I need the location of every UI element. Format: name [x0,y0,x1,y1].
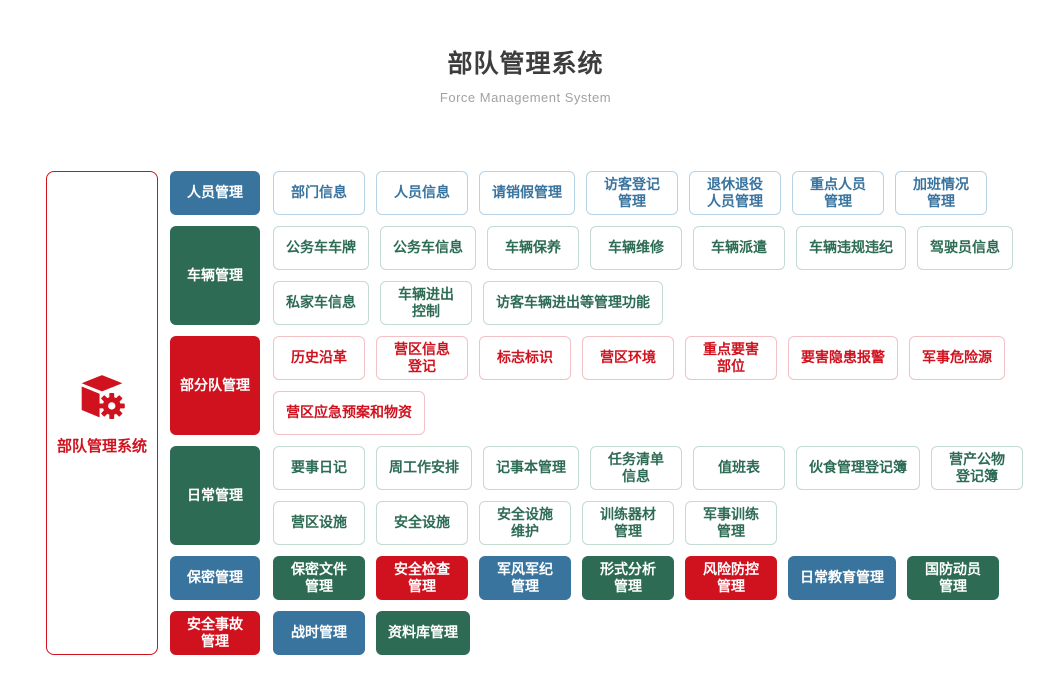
root-node: 部队管理系统 [46,171,158,655]
module-item: 车辆派遣 [693,226,785,270]
group-header: 日常管理 [170,446,260,545]
item-row: 历史沿革营区信息 登记标志标识营区环境重点要害 部位要害隐患报警军事危险源 [273,336,1005,380]
cube-gear-icon [81,374,125,419]
item-row: 公务车车牌公务车信息车辆保养车辆维修车辆派遣车辆违规违纪驾驶员信息 [273,226,1013,270]
group-header: 安全事故 管理 [170,611,260,655]
group-row: 保密管理保密文件 管理安全检查 管理军风军纪 管理形式分析 管理风险防控 管理日… [170,556,1023,600]
module-item: 驾驶员信息 [917,226,1013,270]
module-item: 营产公物 登记簿 [931,446,1023,490]
group-row: 人员管理部门信息人员信息请销假管理访客登记 管理退休退役 人员管理重点人员 管理… [170,171,1023,215]
item-row: 战时管理资料库管理 [273,611,470,655]
module-item: 要害隐患报警 [788,336,898,380]
module-item: 要事日记 [273,446,365,490]
module-item: 退休退役 人员管理 [689,171,781,215]
module-item: 标志标识 [479,336,571,380]
module-item: 公务车信息 [380,226,476,270]
group-items: 历史沿革营区信息 登记标志标识营区环境重点要害 部位要害隐患报警军事危险源营区应… [273,336,1005,435]
module-item: 营区设施 [273,501,365,545]
module-item: 国防动员 管理 [907,556,999,600]
module-item: 私家车信息 [273,281,369,325]
item-row: 营区设施安全设施安全设施 维护训练器材 管理军事训练 管理 [273,501,1023,545]
group-header: 保密管理 [170,556,260,600]
page: 部队管理系统 Force Management System [0,44,1051,655]
group-header: 车辆管理 [170,226,260,325]
module-item: 访客登记 管理 [586,171,678,215]
module-item: 部门信息 [273,171,365,215]
group-items: 战时管理资料库管理 [273,611,470,655]
module-item: 军事训练 管理 [685,501,777,545]
module-item: 车辆维修 [590,226,682,270]
page-subtitle: Force Management System [439,90,612,105]
module-item: 军事危险源 [909,336,1005,380]
page-title: 部队管理系统 [447,50,604,78]
module-item: 安全设施 [376,501,468,545]
module-item: 安全设施 维护 [479,501,571,545]
group-items: 要事日记周工作安排记事本管理任务清单 信息值班表伙食管理登记簿营产公物 登记簿营… [273,446,1023,545]
group-row: 日常管理要事日记周工作安排记事本管理任务清单 信息值班表伙食管理登记簿营产公物 … [170,446,1023,545]
system-diagram: 部队管理系统 人员管理部门信息人员信息请销假管理访客登记 管理退休退役 人员管理… [46,171,1023,655]
module-item: 值班表 [693,446,785,490]
module-item: 车辆保养 [487,226,579,270]
module-item: 周工作安排 [376,446,472,490]
group-row: 安全事故 管理战时管理资料库管理 [170,611,1023,655]
module-item: 公务车车牌 [273,226,369,270]
module-item: 营区信息 登记 [376,336,468,380]
item-row: 营区应急预案和物资 [273,391,1005,435]
module-item: 形式分析 管理 [582,556,674,600]
item-row: 私家车信息车辆进出 控制访客车辆进出等管理功能 [273,281,1013,325]
group-items: 公务车车牌公务车信息车辆保养车辆维修车辆派遣车辆违规违纪驾驶员信息私家车信息车辆… [273,226,1013,325]
group-row: 部分队管理历史沿革营区信息 登记标志标识营区环境重点要害 部位要害隐患报警军事危… [170,336,1023,435]
module-item: 军风军纪 管理 [479,556,571,600]
module-item: 历史沿革 [273,336,365,380]
module-item: 车辆进出 控制 [380,281,472,325]
module-item: 安全检查 管理 [376,556,468,600]
module-item: 日常教育管理 [788,556,896,600]
group-header: 部分队管理 [170,336,260,435]
module-item: 加班情况 管理 [895,171,987,215]
module-item: 伙食管理登记簿 [796,446,920,490]
item-row: 部门信息人员信息请销假管理访客登记 管理退休退役 人员管理重点人员 管理加班情况… [273,171,987,215]
module-item: 重点要害 部位 [685,336,777,380]
item-row: 保密文件 管理安全检查 管理军风军纪 管理形式分析 管理风险防控 管理日常教育管… [273,556,999,600]
group-header: 人员管理 [170,171,260,215]
module-item: 记事本管理 [483,446,579,490]
item-row: 要事日记周工作安排记事本管理任务清单 信息值班表伙食管理登记簿营产公物 登记簿 [273,446,1023,490]
root-node-label: 部队管理系统 [56,437,147,455]
module-item: 人员信息 [376,171,468,215]
module-item: 营区环境 [582,336,674,380]
module-item: 营区应急预案和物资 [273,391,425,435]
module-item: 重点人员 管理 [792,171,884,215]
module-item: 战时管理 [273,611,365,655]
group-items: 部门信息人员信息请销假管理访客登记 管理退休退役 人员管理重点人员 管理加班情况… [273,171,987,215]
group-items: 保密文件 管理安全检查 管理军风军纪 管理形式分析 管理风险防控 管理日常教育管… [273,556,999,600]
module-item: 请销假管理 [479,171,575,215]
group-row: 车辆管理公务车车牌公务车信息车辆保养车辆维修车辆派遣车辆违规违纪驾驶员信息私家车… [170,226,1023,325]
module-item: 车辆违规违纪 [796,226,906,270]
module-item: 风险防控 管理 [685,556,777,600]
module-item: 访客车辆进出等管理功能 [483,281,663,325]
module-item: 保密文件 管理 [273,556,365,600]
module-item: 训练器材 管理 [582,501,674,545]
module-item: 任务清单 信息 [590,446,682,490]
module-item: 资料库管理 [376,611,470,655]
groups-container: 人员管理部门信息人员信息请销假管理访客登记 管理退休退役 人员管理重点人员 管理… [170,171,1023,655]
